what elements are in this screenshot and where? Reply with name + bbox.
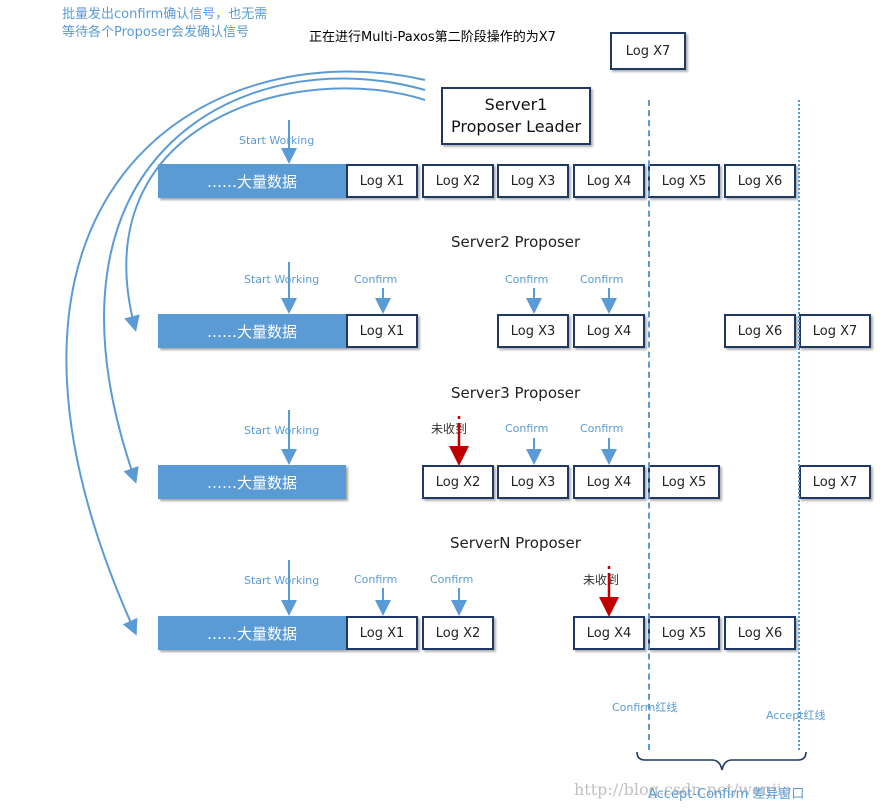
s3-log-x7: Log X7 xyxy=(799,465,871,499)
confirm-redline xyxy=(648,100,650,750)
leader-role: Proposer Leader xyxy=(450,117,582,136)
confirm-redline-label: Confirm红线 xyxy=(612,701,678,714)
s1-log-x2: Log X2 xyxy=(422,164,494,198)
accept-redline xyxy=(798,100,800,750)
s2-confirm-x3: Confirm xyxy=(505,273,549,286)
sn-log-x2: Log X2 xyxy=(422,616,494,650)
sn-log-x4: Log X4 xyxy=(573,616,645,650)
s2-bulk-data: ……大量数据 xyxy=(158,314,346,348)
accept-redline-label: Accept红线 xyxy=(766,709,826,722)
sn-log-x5: Log X5 xyxy=(648,616,720,650)
s2-log-x6: Log X6 xyxy=(724,314,796,348)
s1-log-x3: Log X3 xyxy=(497,164,569,198)
phase-two-title: 正在进行Multi-Paxos第二阶段操作的为X7 xyxy=(309,30,556,45)
sn-log-x1: Log X1 xyxy=(346,616,418,650)
s1-log-x4: Log X4 xyxy=(573,164,645,198)
s1-bulk-data: ……大量数据 xyxy=(158,164,346,198)
s2-log-x4: Log X4 xyxy=(573,314,645,348)
s2-confirm-x1: Confirm xyxy=(354,273,398,286)
server3-title: Server3 Proposer xyxy=(451,384,581,402)
s3-not-received-x2: 未收到 xyxy=(431,422,468,436)
s3-confirm-x4: Confirm xyxy=(580,422,624,435)
header-log-x7: Log X7 xyxy=(610,32,686,70)
batch-confirm-note: 批量发出confirm确认信号，也无需等待各个Proposer会发确认信号 xyxy=(62,7,268,40)
server1-name: Server1 xyxy=(484,95,548,114)
s1-log-x6: Log X6 xyxy=(724,164,796,198)
sn-not-received-x3: 未收到 xyxy=(583,573,620,587)
sn-confirm-x1: Confirm xyxy=(354,573,398,586)
broadcast-arrow-servern xyxy=(65,70,426,636)
s3-start-working: Start Working xyxy=(244,424,320,437)
s3-log-x4: Log X4 xyxy=(573,465,645,499)
s1-log-x1: Log X1 xyxy=(346,164,418,198)
broadcast-arrow-server2 xyxy=(124,87,426,332)
sn-confirm-x2: Confirm xyxy=(430,573,474,586)
servern-title: ServerN Proposer xyxy=(450,534,581,552)
sn-bulk-data: ……大量数据 xyxy=(158,616,346,650)
s2-log-x7: Log X7 xyxy=(799,314,871,348)
server1-leader-box: Server1 Proposer Leader xyxy=(441,87,591,145)
sn-start-working: Start Working xyxy=(244,574,320,587)
s2-log-x3: Log X3 xyxy=(497,314,569,348)
s2-log-x1: Log X1 xyxy=(346,314,418,348)
s3-log-x3: Log X3 xyxy=(497,465,569,499)
diff-window-brace xyxy=(636,751,807,771)
s3-log-x5: Log X5 xyxy=(648,465,720,499)
server2-title: Server2 Proposer xyxy=(451,233,581,251)
s3-bulk-data: ……大量数据 xyxy=(158,465,346,499)
s1-start-working: Start Working xyxy=(239,134,315,147)
watermark-url: http://blog.csdn.net/wenjie xyxy=(574,780,792,799)
s3-confirm-x3: Confirm xyxy=(505,422,549,435)
s2-start-working: Start Working xyxy=(244,273,320,286)
s3-log-x2: Log X2 xyxy=(422,465,494,499)
s2-confirm-x4: Confirm xyxy=(580,273,624,286)
s1-log-x5: Log X5 xyxy=(648,164,720,198)
diff-window-label: Accept-Confirm 差异窗口 xyxy=(648,787,805,802)
sn-log-x6: Log X6 xyxy=(724,616,796,650)
